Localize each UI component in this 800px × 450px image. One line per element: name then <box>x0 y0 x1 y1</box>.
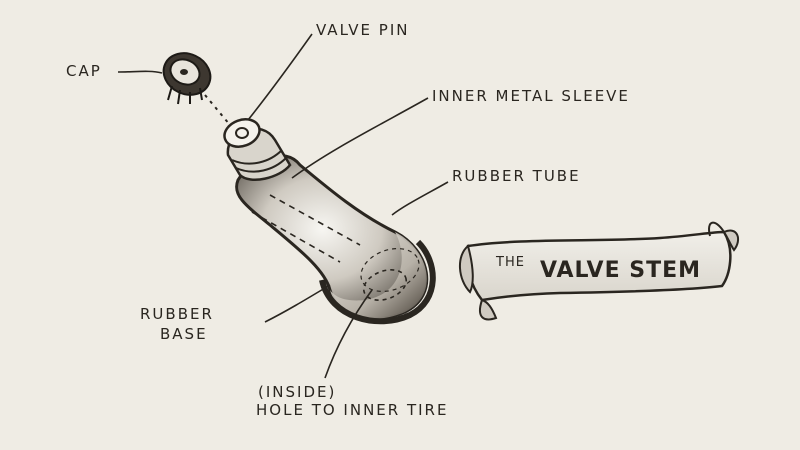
label-valve-pin: VALVE PIN <box>316 21 410 39</box>
label-cap: CAP <box>66 62 102 80</box>
label-rubber-base-line2: BASE <box>160 325 208 343</box>
valve-stem-body <box>235 154 436 325</box>
leader-cap <box>117 70 163 74</box>
alignment-dotted-line <box>204 94 231 126</box>
leader-inner-metal-sleeve <box>291 97 429 179</box>
leader-valve-pin <box>247 33 313 121</box>
title-banner <box>459 221 740 321</box>
label-inner-metal-sleeve: INNER METAL SLEEVE <box>432 87 630 105</box>
banner-title-text: VALVE STEM <box>540 258 702 283</box>
leader-rubber-tube <box>391 181 449 216</box>
label-rubber-base-line1: RUBBER <box>140 305 214 323</box>
label-rubber-tube: RUBBER TUBE <box>452 167 581 185</box>
label-hole-line1: (INSIDE) <box>258 383 337 401</box>
leader-hole <box>324 289 373 379</box>
leader-rubber-base <box>264 284 331 323</box>
leader-lines <box>117 33 449 379</box>
cap <box>162 52 212 105</box>
label-hole-line2: HOLE TO INNER TIRE <box>256 401 449 419</box>
banner-the-text: THE <box>496 255 525 270</box>
inner-metal-sleeve <box>223 118 292 181</box>
